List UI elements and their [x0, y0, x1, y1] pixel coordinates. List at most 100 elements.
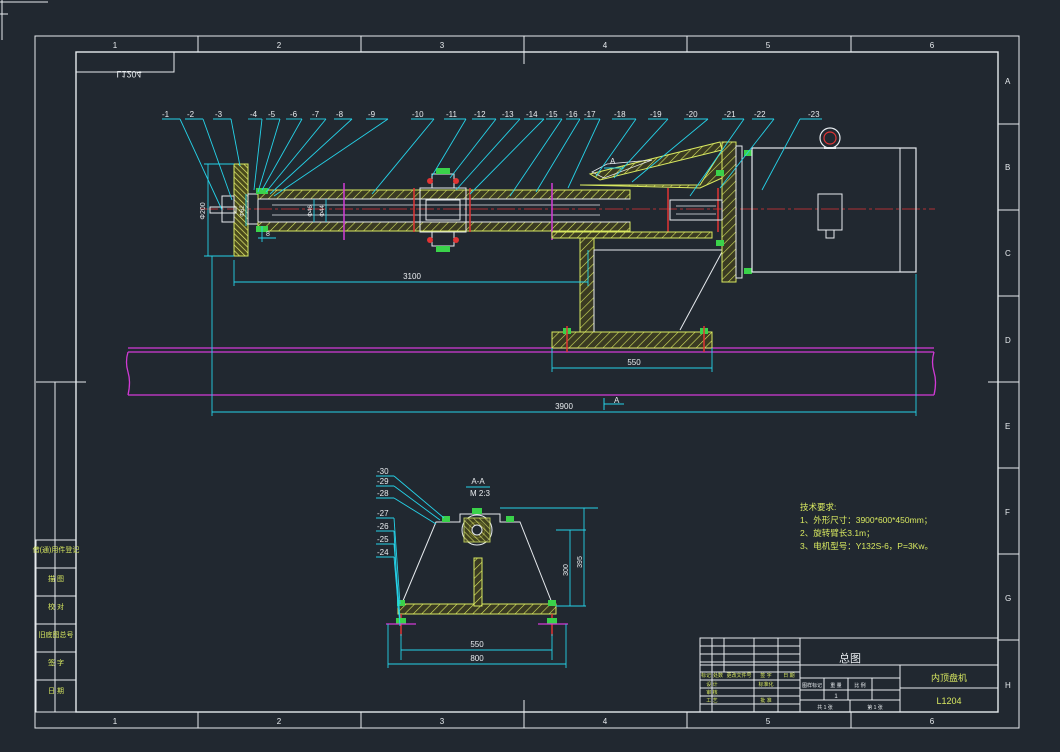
- balloon-label: -29: [377, 477, 389, 486]
- table-cell: 校 对: [48, 602, 64, 611]
- balloon-label: -3: [215, 110, 223, 119]
- section-scale: M 2:3: [470, 489, 491, 498]
- tb-value-1: 1: [834, 694, 838, 700]
- product-name: 内顶盘机: [931, 672, 967, 683]
- balloon-label: -17: [584, 110, 596, 119]
- middle-coupling[interactable]: [419, 168, 467, 252]
- column-label: 1: [113, 41, 118, 50]
- section-dimensions: [387, 507, 598, 668]
- tb-label: 标准化: [758, 681, 773, 688]
- row-label: D: [1005, 336, 1011, 345]
- section-marker-bottom: A: [614, 396, 620, 405]
- dim-phi44: Φ44: [320, 205, 326, 217]
- column-label: 5: [766, 41, 771, 50]
- tb-label: 签 字: [760, 672, 771, 679]
- table-cell: 日 期: [48, 687, 64, 695]
- row-labels-right: A B C D E F G H: [1005, 77, 1011, 690]
- tb-label: 共 1 张: [817, 704, 833, 711]
- balloon-label: -14: [526, 110, 538, 119]
- balloon-label: -15: [546, 110, 558, 119]
- column-label: 3: [440, 717, 445, 726]
- section-marker-top: A: [610, 157, 616, 166]
- balloon-label: -1: [162, 110, 170, 119]
- column-label: 4: [603, 41, 608, 50]
- balloon-label: -27: [377, 509, 389, 518]
- tb-label: 设 计: [706, 681, 717, 688]
- balloon-label: -23: [808, 110, 820, 119]
- tb-label: 工 艺: [706, 698, 717, 704]
- mirrored-code-text: L1204: [116, 69, 141, 79]
- dim-section-300: 300: [563, 564, 570, 576]
- column-label: 6: [930, 41, 935, 50]
- notes-line: 3、电机型号：Y132S-6，P=3Kw。: [800, 541, 933, 551]
- title-block-labels: 标记 处数 更改文件号 签 字 日 期 设 计 标准化 审 核 工 艺 批 准 …: [701, 672, 883, 711]
- balloon-label: -9: [368, 110, 376, 119]
- left-registration-table: 借(通)用件登记 描 图 校 对 旧底图总号 签 字 日 期: [33, 539, 80, 713]
- motor[interactable]: [751, 127, 917, 273]
- support-bracket[interactable]: [551, 141, 723, 352]
- balloon-label: -20: [686, 110, 698, 119]
- balloon-label: -13: [502, 110, 514, 119]
- row-label: F: [1005, 508, 1010, 517]
- part-balloons: [162, 118, 822, 211]
- row-label: A: [1005, 77, 1011, 86]
- drawing-frame: [34, 35, 1020, 729]
- dim-550: 550: [627, 358, 641, 367]
- notes-title: 技术要求:: [800, 502, 836, 512]
- column-label: 1: [113, 717, 118, 726]
- reducer-flange[interactable]: [669, 141, 752, 283]
- row-label: H: [1005, 681, 1011, 690]
- dim-phi46: Φ46: [308, 205, 314, 217]
- tb-label: 批 准: [760, 697, 771, 704]
- balloon-label: -25: [377, 535, 389, 544]
- column-label: 4: [603, 717, 608, 726]
- technical-notes: 技术要求: 1、外形尺寸：3900*600*450mm； 2、旋转臂长3.1m；…: [800, 502, 933, 551]
- notes-line: 1、外形尺寸：3900*600*450mm；: [800, 515, 932, 525]
- balloon-label: -21: [724, 110, 736, 119]
- rotating-arm-tube[interactable]: [257, 183, 719, 240]
- balloon-label: -26: [377, 522, 389, 531]
- rail: [125, 347, 937, 396]
- tb-label: 重 量: [830, 682, 841, 689]
- balloon-label: -18: [614, 110, 626, 119]
- balloon-label: -12: [474, 110, 486, 119]
- main-dimension-labels: Φ200 Φ62 Φ46 Φ44 8 3100 550 3900: [200, 202, 641, 411]
- balloon-label: -24: [377, 548, 389, 557]
- section-markers: [603, 167, 624, 410]
- column-labels-top: 1 2 3 4 5 6: [113, 41, 935, 50]
- dim-8: 8: [266, 231, 270, 238]
- drawing-name: 总图: [839, 651, 861, 665]
- balloon-label: -19: [650, 110, 662, 119]
- tb-label: 处数: [713, 672, 723, 679]
- balloon-label: -6: [290, 110, 298, 119]
- section-balloon-leaders: [376, 475, 445, 627]
- balloon-label: -7: [312, 110, 320, 119]
- column-label: 3: [440, 41, 445, 50]
- main-view[interactable]: -1 -2 -3 -4 -5 -6 -7 -8 -9 -10 -11 -12 -…: [125, 110, 937, 416]
- notes-line: 2、旋转臂长3.1m；: [800, 528, 875, 538]
- column-label: 2: [277, 41, 282, 50]
- balloon-label: -28: [377, 489, 389, 498]
- row-label: C: [1005, 249, 1011, 258]
- mirrored-code-box: L1204: [75, 51, 175, 79]
- row-label: B: [1005, 163, 1010, 172]
- table-cell: 签 字: [48, 658, 64, 667]
- balloon-label: -10: [412, 110, 424, 119]
- table-cell: 描 图: [48, 574, 64, 583]
- main-dimensions: [204, 163, 917, 416]
- column-label: 6: [930, 717, 935, 726]
- row-label: G: [1005, 594, 1011, 603]
- balloon-label: -8: [336, 110, 344, 119]
- balloon-label: -16: [566, 110, 578, 119]
- dim-section-395: 395: [577, 556, 584, 568]
- title-block[interactable]: 总图 内顶盘机 L1204 标记 处数 更改文件号 签 字 日 期 设 计 标准…: [699, 637, 999, 713]
- viewport-corner-marks: [0, 0, 48, 40]
- column-label: 2: [277, 717, 282, 726]
- tb-label: 审 核: [706, 689, 717, 696]
- section-view[interactable]: A-A M 2:3 300: [376, 467, 598, 668]
- tb-label: 比 例: [854, 682, 865, 689]
- tb-label: 日 期: [783, 673, 794, 679]
- balloon-label: -22: [754, 110, 766, 119]
- table-cell: 借(通)用件登记: [33, 545, 80, 554]
